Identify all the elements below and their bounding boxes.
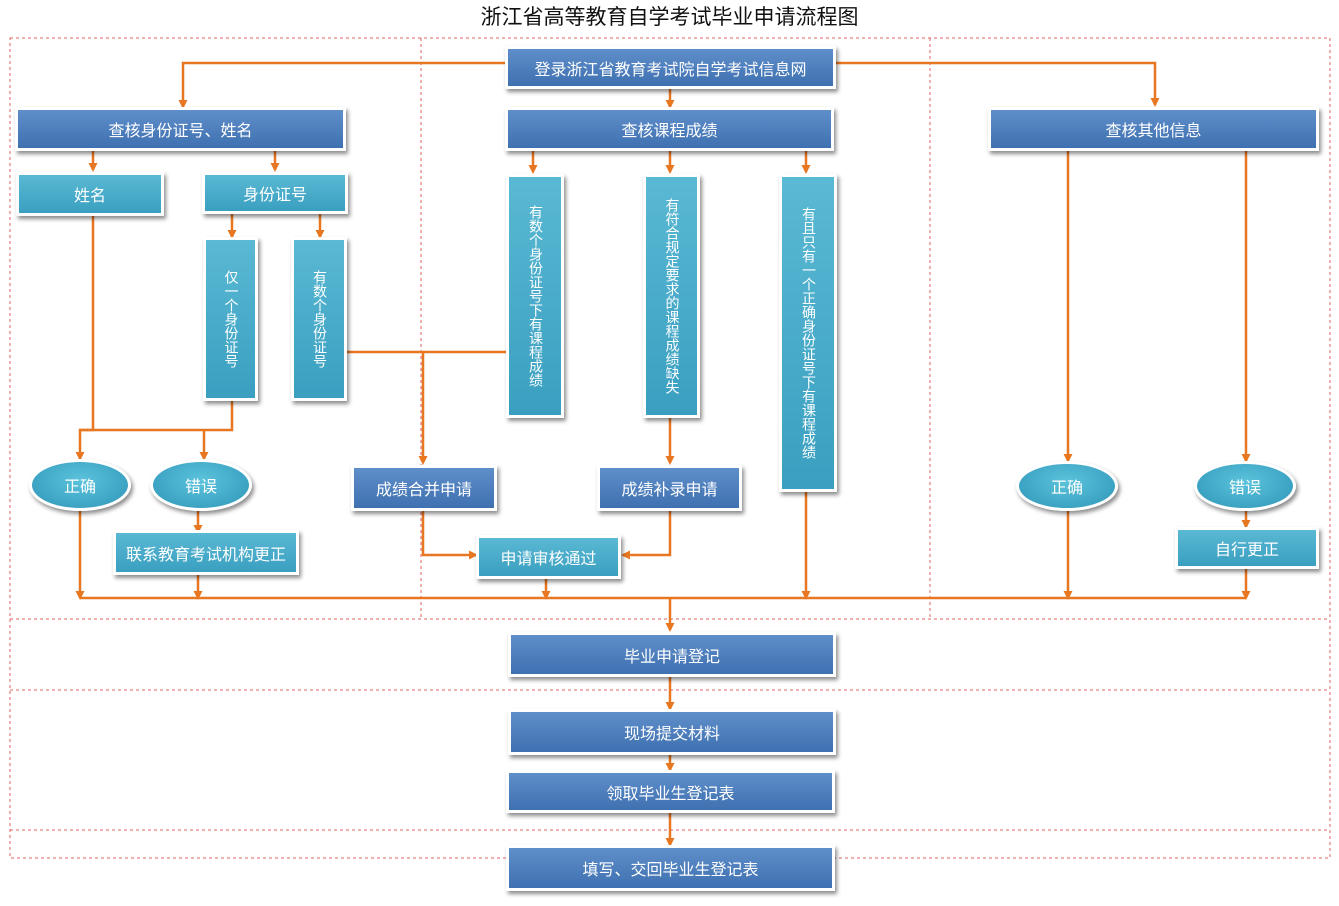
node-correct-right: 正确 <box>1016 461 1118 511</box>
node-check-other: 查核其他信息 <box>988 107 1319 151</box>
node-multi-id: 有数个身份证号 <box>291 237 347 401</box>
node-self-correct: 自行更正 <box>1175 527 1319 569</box>
node-id-number: 身份证号 <box>202 172 348 214</box>
node-name: 姓名 <box>16 172 164 216</box>
node-multi-id-scores: 有数个身份证号下有课程成绩 <box>506 174 564 418</box>
node-contact-correction: 联系教育考试机构更正 <box>113 530 299 575</box>
arrows <box>75 61 1251 847</box>
node-merge-apply: 成绩合并申请 <box>351 465 497 511</box>
node-return-form: 填写、交回毕业生登记表 <box>506 845 835 891</box>
node-check-id-name: 查核身份证号、姓名 <box>15 107 346 151</box>
node-graduation-register: 毕业申请登记 <box>508 632 836 677</box>
node-get-form: 领取毕业生登记表 <box>506 770 835 813</box>
node-submit-materials: 现场提交材料 <box>508 709 836 755</box>
node-single-id-scores: 有且只有一个正确身份证号下有课程成绩 <box>779 174 837 492</box>
node-supplement-apply: 成绩补录申请 <box>597 465 742 511</box>
node-correct-left: 正确 <box>29 459 131 511</box>
node-missing-scores: 有符合规定要求的课程成绩缺失 <box>643 174 700 418</box>
node-wrong-left: 错误 <box>150 459 252 511</box>
node-login: 登录浙江省教育考试院自学考试信息网 <box>505 46 836 89</box>
node-apply-approved: 申请审核通过 <box>476 535 621 579</box>
node-single-id: 仅一个身份证号 <box>203 237 258 401</box>
page-title: 浙江省高等教育自学考试毕业申请流程图 <box>480 5 859 29</box>
node-check-scores: 查核课程成绩 <box>505 107 834 151</box>
node-wrong-right: 错误 <box>1194 461 1296 511</box>
